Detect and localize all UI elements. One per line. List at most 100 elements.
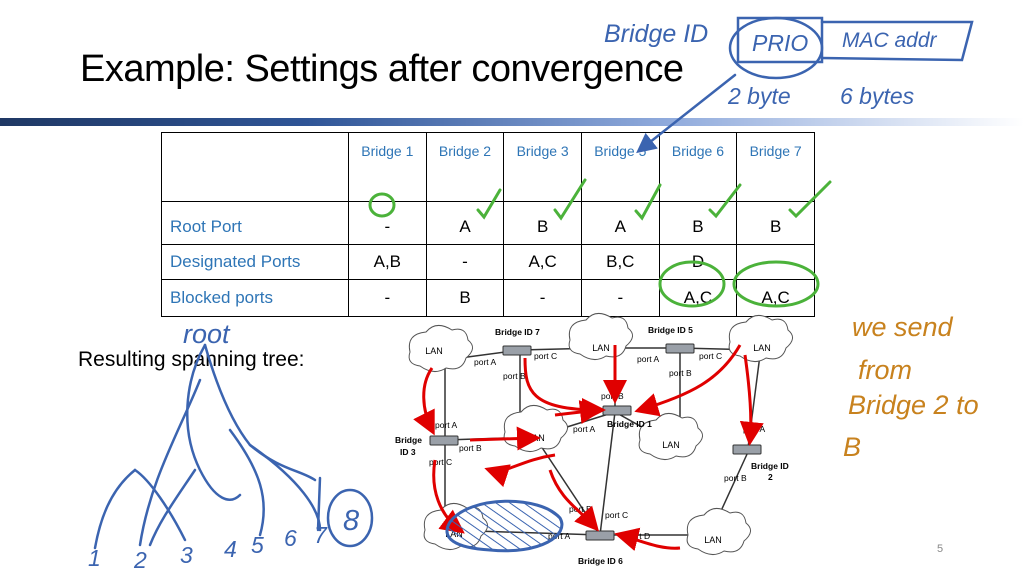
lan-label: LAN [425, 346, 443, 356]
table-cell: - [580, 279, 660, 317]
port-label: port A [743, 424, 766, 434]
table-row: Blocked ports - B - - A,C A,C [161, 279, 815, 317]
bridge-2-label-line1: Bridge ID [751, 461, 789, 471]
title-underline-bar [0, 118, 1024, 126]
bridge-devices [429, 343, 762, 541]
bridge-2-label-line2: 2 [768, 472, 773, 482]
red-arrow [614, 527, 681, 552]
table-cell: B,C [580, 244, 660, 280]
lan-label: LAN [592, 343, 610, 353]
table-cell: - [348, 279, 427, 317]
port-label: port B [669, 368, 692, 378]
bridge-7-device [502, 345, 532, 356]
bridge-6-device [585, 530, 615, 541]
circle-mark [326, 488, 374, 548]
table-row: Root Port - A B A B B [161, 201, 815, 245]
lan-label: LAN [662, 440, 680, 450]
port-label: port A [435, 420, 458, 430]
bridge-3-label-line1: Bridge [395, 435, 422, 445]
blue-arrow [636, 73, 737, 154]
prio-box [736, 16, 824, 64]
bridge-2-device [732, 444, 762, 455]
annotation-root: root [183, 319, 231, 349]
port-label: port A [548, 531, 571, 541]
red-arrow [413, 367, 435, 436]
lan-cloud [408, 325, 473, 372]
slide-title: Example: Settings after convergence [80, 48, 684, 90]
settings-table: Bridge 1 Bridge 2 Bridge 3 Bridge 5 Brid… [161, 132, 815, 317]
port-label: port A [637, 354, 660, 364]
bridge-1-label: Bridge ID 1 [607, 419, 652, 429]
red-arrow [469, 426, 541, 451]
red-arrow [634, 344, 742, 417]
blue-ink-text: Bridge ID PRIO MAC addr 2 byte 6 bytes r… [88, 20, 938, 573]
tree-digit: 4 [224, 536, 237, 562]
column-header: Bridge 3 [503, 132, 582, 202]
row-header: Root Port [161, 201, 349, 245]
port-label: port B [459, 443, 482, 453]
red-arrow [523, 357, 606, 422]
tree-digit: 1 [88, 545, 101, 571]
spanning-tree-caption: Resulting spanning tree: [78, 348, 305, 371]
table-row: Designated Ports A,B - A,C B,C D - [161, 244, 815, 280]
red-arrow [484, 453, 556, 488]
column-header: Bridge 1 [348, 132, 427, 202]
annotation-b: B [843, 432, 861, 462]
port-label: port A [474, 357, 497, 367]
port-label: port B [601, 391, 624, 401]
tree-digit: 8 [343, 505, 359, 537]
row-header: Designated Ports [161, 244, 349, 280]
blue-tree-sketch [93, 343, 374, 550]
bridge-labels: Bridge ID 7 Bridge ID 5 Bridge ID 1 Brid… [395, 325, 789, 566]
tree-digit: 3 [180, 542, 193, 568]
table-cell: A,B [348, 244, 427, 280]
lan-cloud [638, 413, 703, 460]
red-arrow [548, 469, 599, 532]
table-corner-cell [161, 132, 349, 202]
table-cell: A,C [736, 279, 815, 317]
table-cell: B [658, 201, 738, 245]
annotation-bridge-to: Bridge 2 to [848, 390, 979, 420]
tree-digit: 6 [284, 525, 297, 551]
hatched-blocked-lan [445, 499, 564, 553]
spanning-tree-arrows [413, 344, 764, 552]
table-cell: B [425, 279, 505, 317]
tree-digit: 5 [251, 532, 264, 558]
green-circle-mark [658, 260, 726, 308]
tree-digit: 2 [133, 547, 147, 573]
bridge-3-device [429, 435, 459, 446]
lan-cloud [686, 508, 751, 555]
row-header: Blocked ports [161, 279, 349, 317]
lan-cloud [568, 313, 633, 360]
green-check-mark [476, 188, 502, 220]
blue-ink-top [636, 16, 974, 154]
lan-cloud [503, 405, 568, 452]
page-number: 5 [937, 543, 944, 555]
bridge-6-label: Bridge ID 6 [578, 556, 623, 566]
lan-label: LAN [704, 535, 722, 545]
orange-ink-text: we send from Bridge 2 to B [843, 312, 979, 462]
annotation-from: from [858, 355, 912, 385]
port-label: port C [605, 510, 628, 520]
bridge-1-device [602, 405, 632, 416]
port-label: port A [573, 424, 596, 434]
port-label: port C [699, 351, 722, 361]
bridge-5-label: Bridge ID 5 [648, 325, 693, 335]
lan-label: LAN [753, 343, 771, 353]
red-arrow [554, 400, 604, 424]
red-arrow [739, 354, 764, 446]
green-check-mark [634, 183, 662, 221]
column-header: Bridge 6 [658, 132, 738, 202]
bridge-5-device [665, 343, 695, 354]
port-label: port B [724, 473, 747, 483]
annotation-prio: PRIO [752, 30, 808, 56]
annotation-bridge-id: Bridge ID [604, 20, 708, 48]
annotation-we-send: we send [852, 312, 954, 342]
green-circle-mark [732, 260, 820, 308]
bridge-7-label: Bridge ID 7 [495, 327, 540, 337]
table-header-row: Bridge 1 Bridge 2 Bridge 3 Bridge 5 Brid… [161, 132, 815, 202]
table-cell: A [425, 201, 505, 245]
column-header: Bridge 7 [736, 132, 815, 202]
